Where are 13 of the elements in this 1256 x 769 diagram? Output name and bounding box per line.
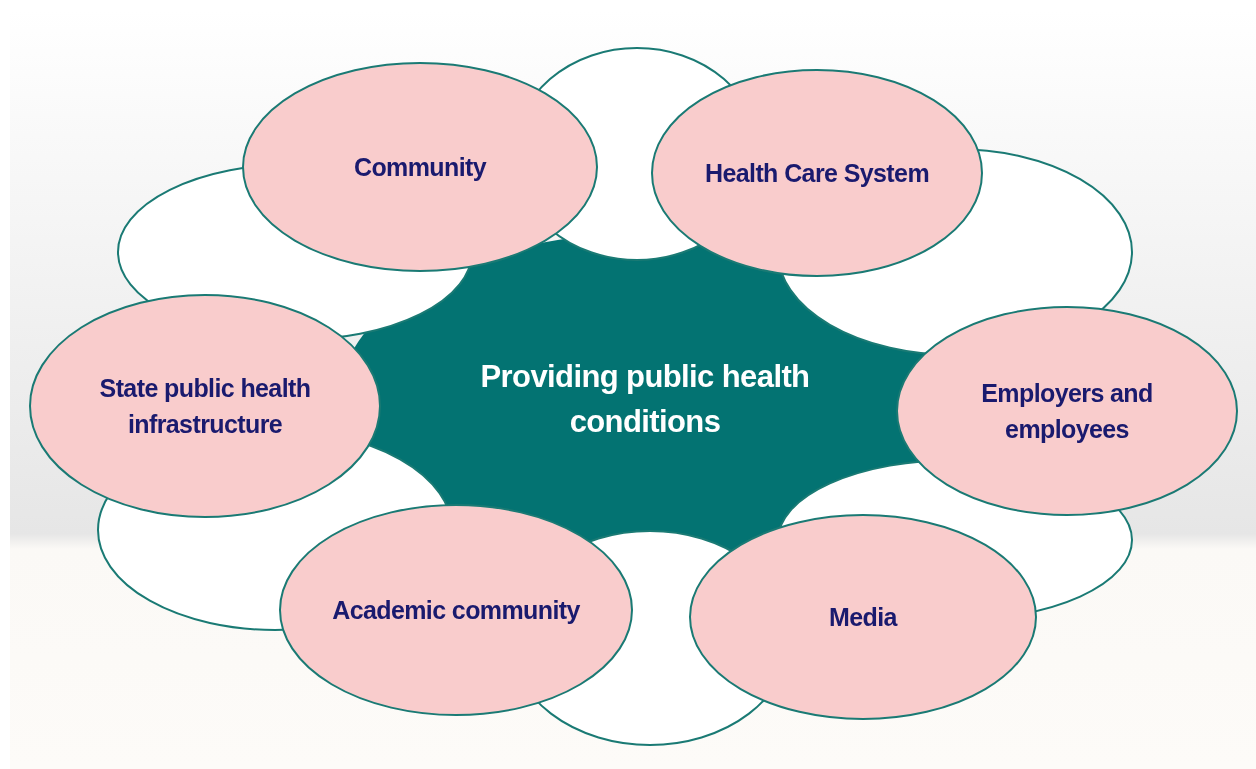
stakeholder-label: Community — [352, 151, 488, 183]
stakeholder-ellipse — [690, 515, 1036, 719]
stakeholder-ellipse — [280, 505, 632, 715]
stakeholder-ellipse — [30, 295, 380, 517]
stakeholder-label: State public health infrastructure — [98, 372, 312, 440]
stakeholder-label: Health Care System — [704, 157, 930, 189]
stakeholder-ellipse — [897, 307, 1237, 515]
stakeholder-ellipse — [652, 70, 982, 276]
hub-label: Providing public health conditions — [455, 355, 835, 445]
stakeholder-label: Academic community — [331, 594, 581, 626]
stakeholder-label: Employers and employees — [980, 377, 1154, 445]
stakeholder-ellipse — [243, 63, 597, 271]
stakeholder-label: Media — [828, 601, 899, 633]
